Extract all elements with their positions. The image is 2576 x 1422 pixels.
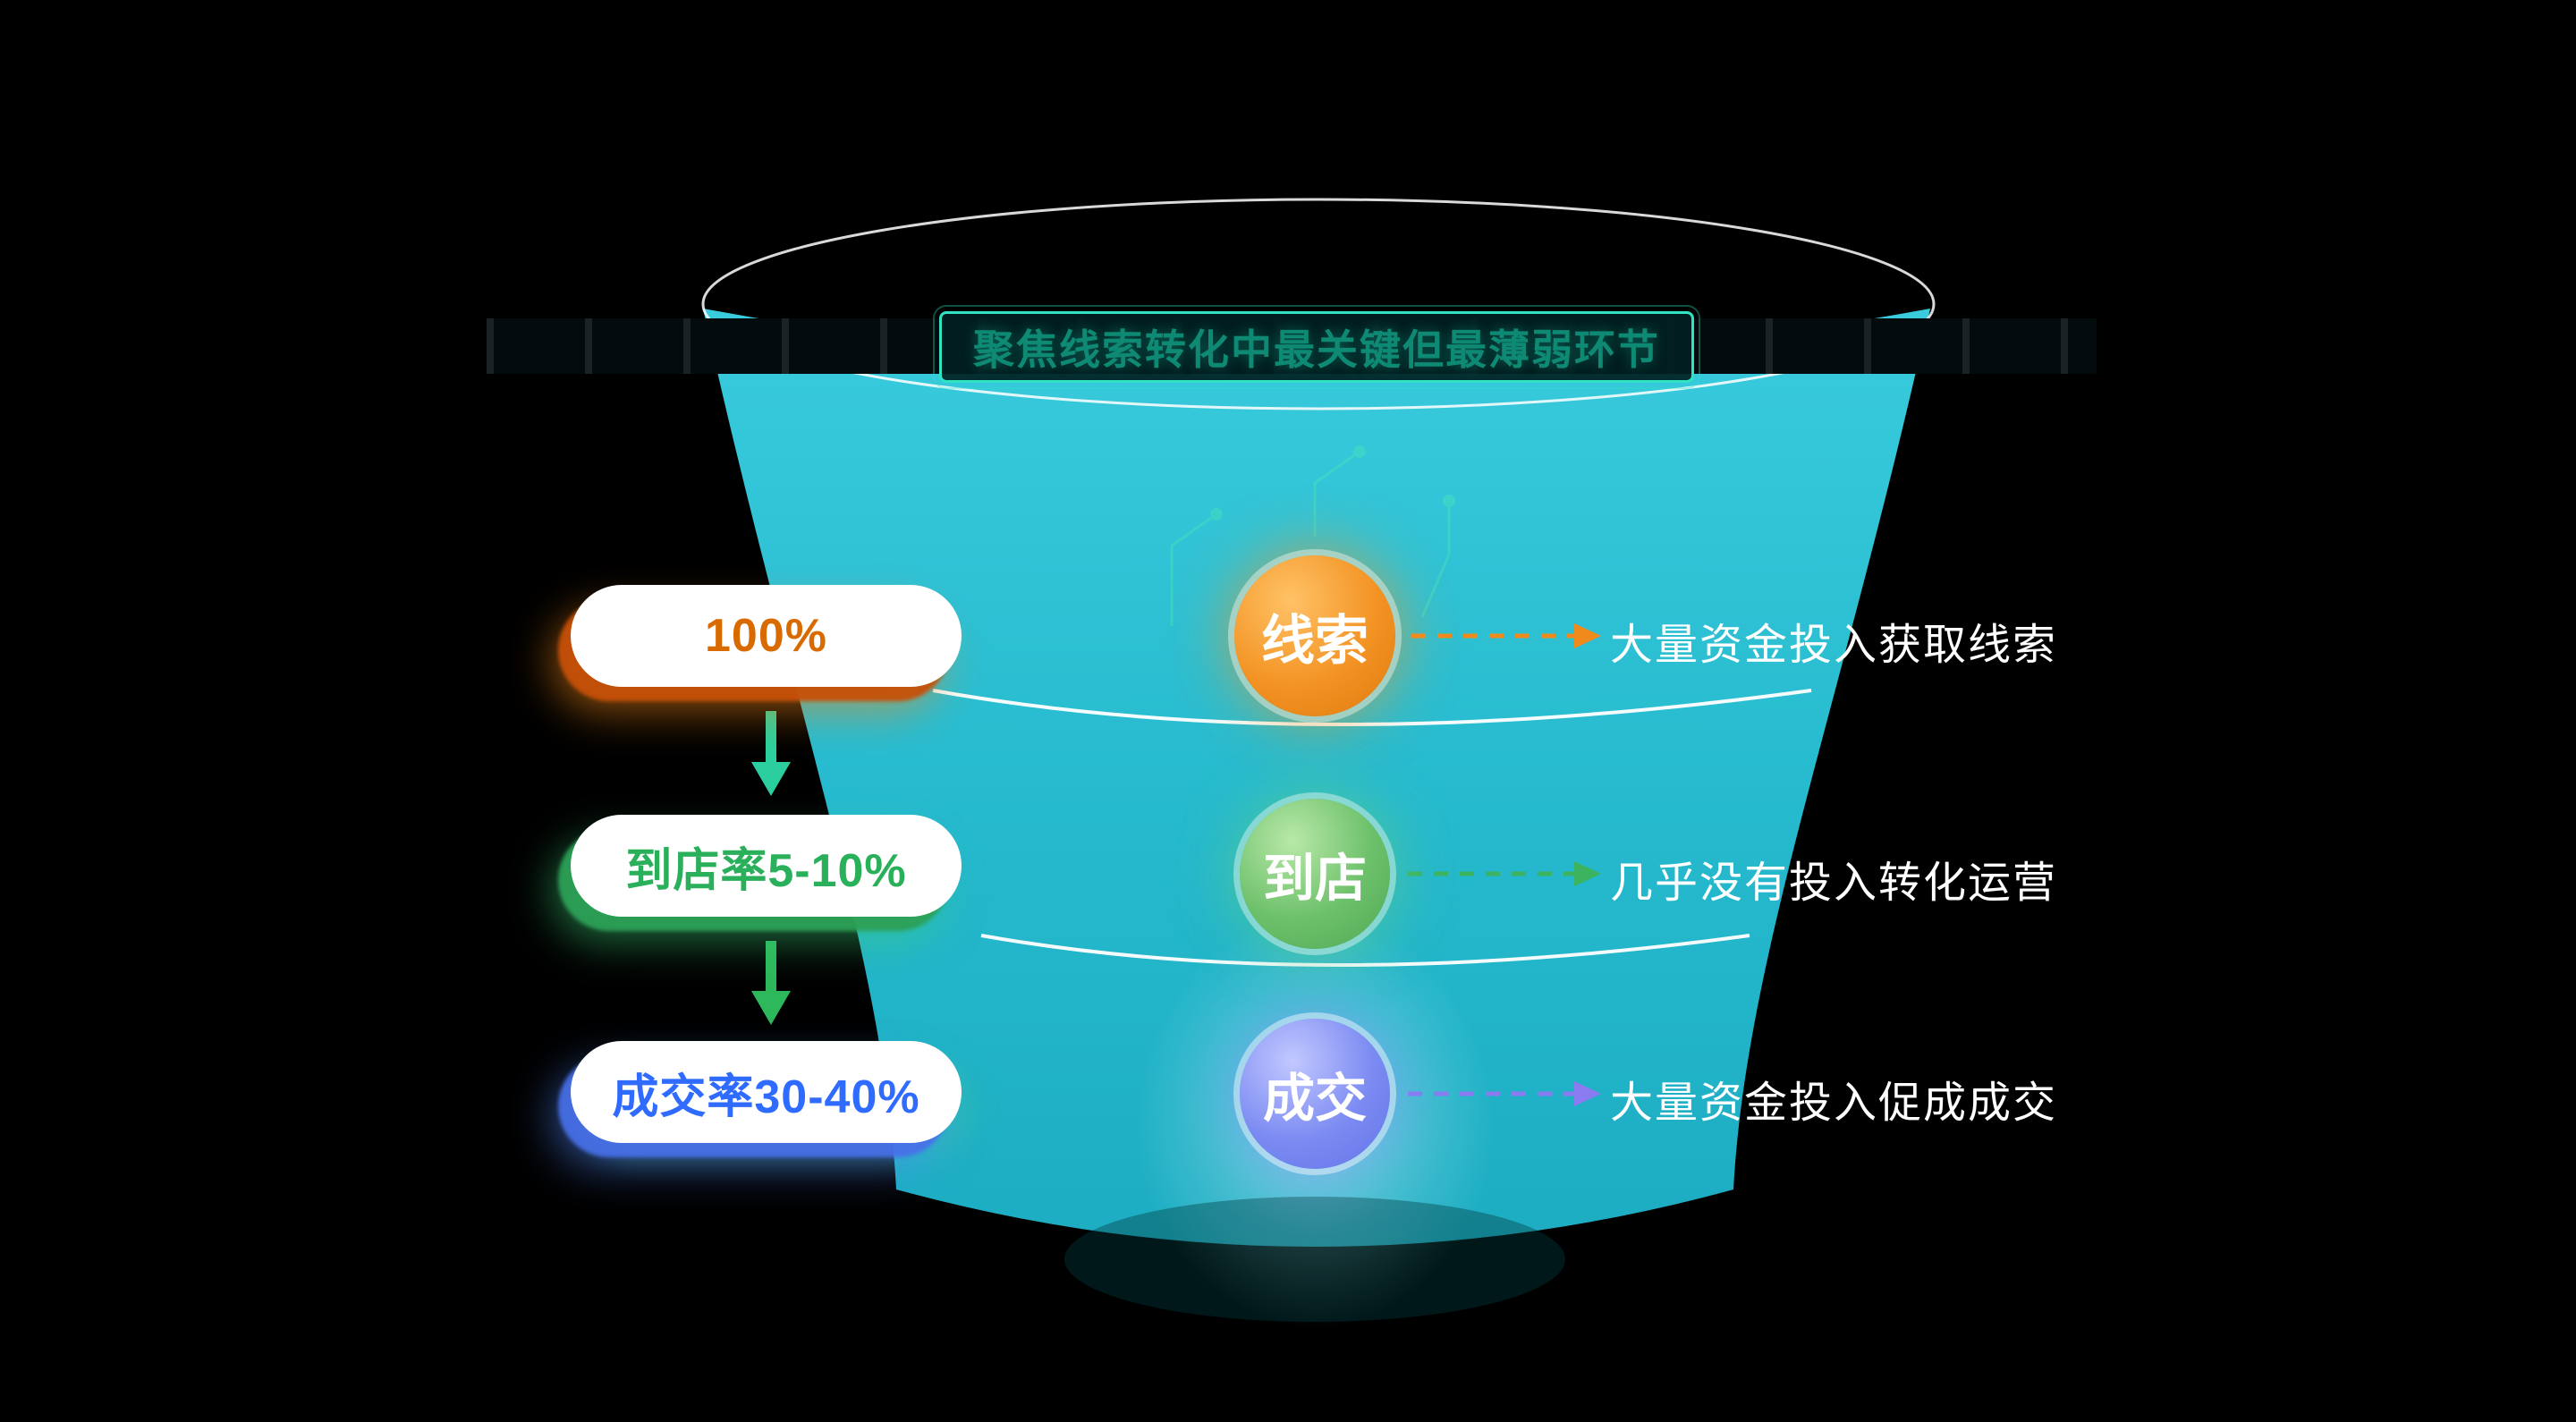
annotation-visit: 几乎没有投入转化运营: [1610, 859, 2058, 907]
rate-pill-visit-label: 到店率5-10%: [625, 844, 907, 897]
down-arrow-icon-2: [751, 941, 791, 1025]
stage-sphere-visit-label: 到店: [1262, 850, 1367, 908]
dashed-connector-deal: [1408, 1081, 1601, 1106]
funnel-rim: [701, 198, 1936, 411]
divider-arc-2: [980, 934, 1750, 967]
rate-pill-deal: 成交率30-40%: [571, 1041, 962, 1143]
annotation-deal: 大量资金投入促成成交: [1610, 1079, 2058, 1127]
stage-sphere-leads-label: 线索: [1261, 610, 1368, 671]
stage-sphere-visit: 到店: [1240, 799, 1390, 949]
stage-sphere-leads: 线索: [1234, 555, 1395, 716]
funnel-bottom-shadow: [1064, 1197, 1565, 1322]
down-arrow-icon-1: [751, 711, 791, 796]
rate-pill-leads-label: 100%: [705, 610, 827, 662]
rate-pill-deal-label: 成交率30-40%: [612, 1071, 920, 1123]
page-title-text: 聚焦线索转化中最关键但最薄弱环节: [973, 326, 1660, 373]
rate-pill-leads: 100%: [571, 585, 962, 687]
dashed-connector-visit: [1408, 861, 1601, 886]
dashed-connector-leads: [1411, 623, 1601, 648]
divider-arc-1: [932, 689, 1812, 726]
circuit-decoration: [1170, 445, 1455, 626]
rate-pill-visit: 到店率5-10%: [571, 815, 962, 917]
page-title: 聚焦线索转化中最关键但最薄弱环节: [933, 305, 1700, 389]
stage-sphere-deal: 成交: [1240, 1019, 1390, 1169]
annotation-leads: 大量资金投入获取线索: [1610, 622, 2058, 669]
funnel-body: [703, 309, 1930, 1247]
stage-sphere-deal-label: 成交: [1262, 1070, 1367, 1128]
